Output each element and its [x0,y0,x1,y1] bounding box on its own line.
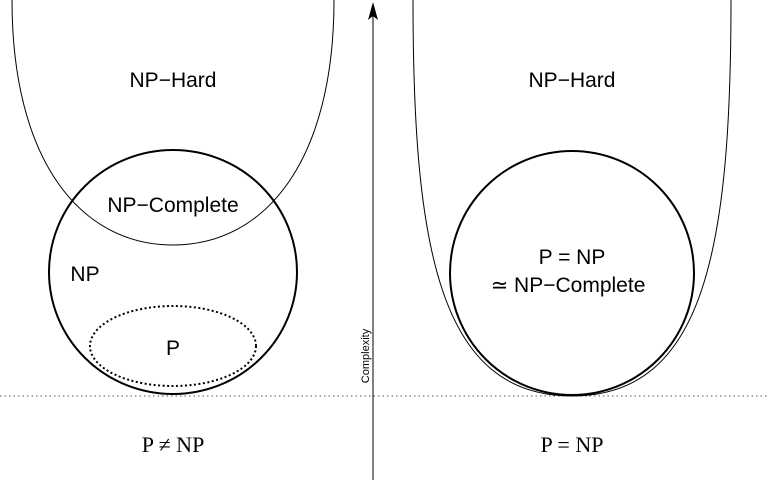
left-np-circle [48,149,298,395]
left-np-complete-label: NP−Complete [107,194,238,217]
left-p-label: P [166,337,180,360]
left-diagram: NP−Hard NP−Complete NP P P ≠ NP [11,0,335,457]
right-equality-line1: P = NP [539,246,606,269]
left-np-label: NP [70,263,99,286]
right-np-hard-label: NP−Hard [529,69,616,92]
right-equality-line2: ≃ NP−Complete [491,274,646,297]
complexity-axis-label: Complexity [360,328,372,383]
right-p-np-circle [449,150,695,396]
left-np-hard-label: NP−Hard [130,69,217,92]
right-diagram: NP−Hard P = NP ≃ NP−Complete P = NP [412,0,732,457]
right-np-hard-boundary [412,0,732,397]
left-caption: P ≠ NP [142,432,205,457]
left-np-hard-boundary [11,0,335,246]
left-p-ellipse [89,305,257,387]
complexity-axis-arrowhead [368,2,378,20]
right-caption: P = NP [541,432,604,457]
